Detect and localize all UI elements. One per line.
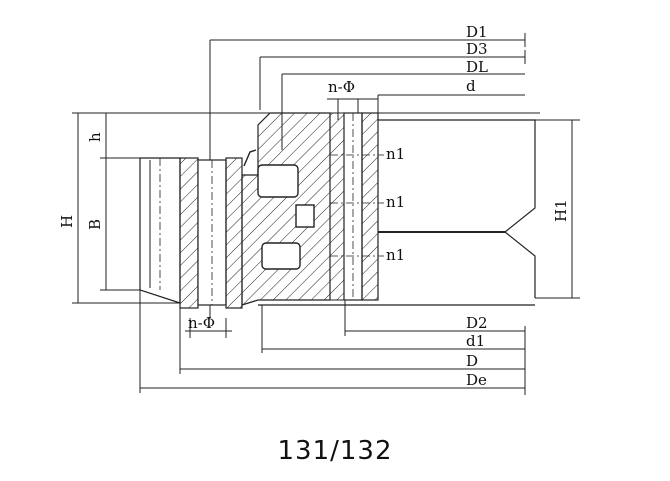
vertical-dimension-labels: H h B H1 [58,132,570,230]
dim-label-d2: D2 [466,314,488,332]
bottom-dimension-labels: n-Φ D2 d1 D De [188,314,488,389]
rollers [243,149,315,270]
top-dimension-lines [209,33,526,318]
dim-label-d3: D3 [466,40,488,58]
inner-ring [241,112,379,306]
dim-label-b: B [86,219,104,230]
dim-label-h-small: h [86,132,104,142]
dim-label-d1: D1 [466,23,488,41]
dim-label-dl: DL [466,58,488,76]
dim-label-d: d [466,77,476,95]
hole-labels: n1 n1 n1 [330,145,405,264]
hole-label-n1-bottom: n1 [386,246,405,264]
dim-label-d1-small: d1 [466,332,485,350]
right-housing [258,119,536,306]
bolt-label-bottom: n-Φ [188,314,215,332]
bottom-dimension-lines [139,290,526,395]
bolt-label-top: n-Φ [328,78,355,96]
hole-label-n1-top: n1 [386,145,405,163]
dim-label-d-outer: D [466,352,478,370]
dim-label-h1: H1 [552,199,570,222]
dim-label-de: De [466,371,487,389]
model-number-label: 131/132 [277,436,393,466]
hole-label-n1-middle: n1 [386,193,405,211]
dim-label-h: H [58,215,76,228]
top-dimension-labels: D1 D3 DL d n-Φ [328,23,488,96]
outer-ring [139,157,243,309]
